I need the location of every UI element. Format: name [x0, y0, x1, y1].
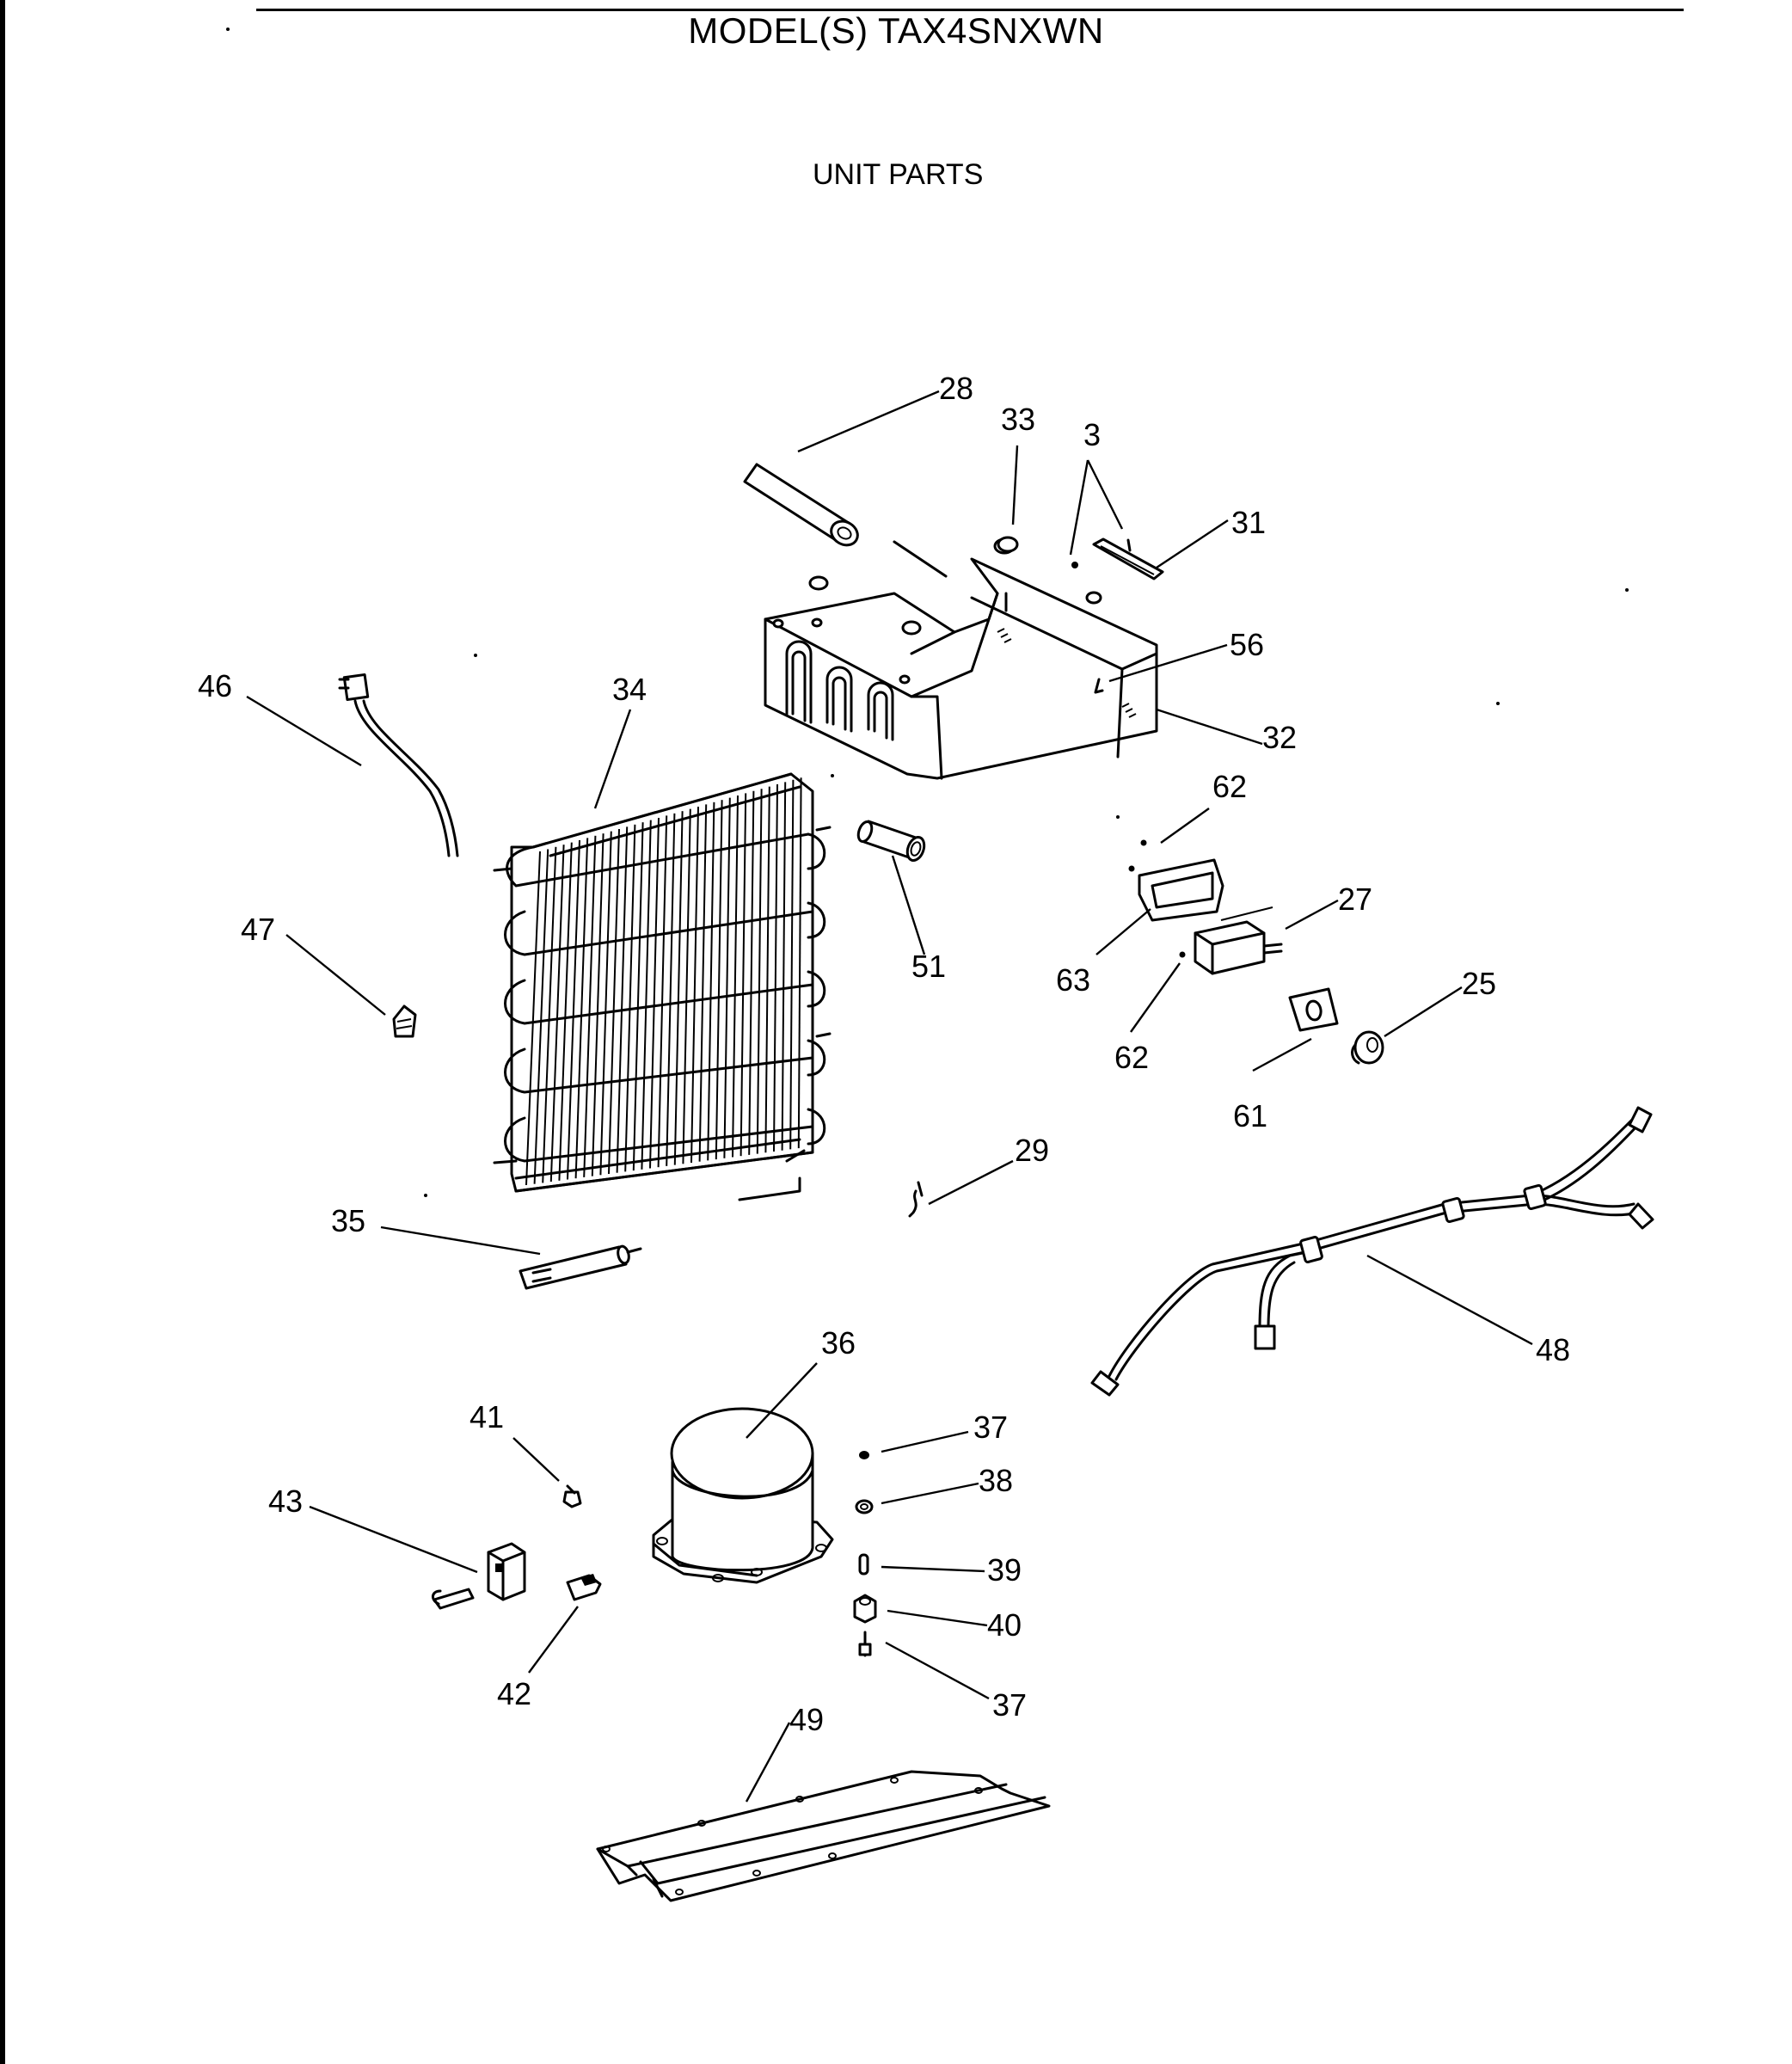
- condenser-fin: [748, 790, 755, 1155]
- callout-28: 28: [939, 371, 973, 406]
- condenser-fin: [756, 789, 763, 1154]
- part-25-knob: [1351, 1030, 1384, 1065]
- section-title: UNIT PARTS: [813, 158, 984, 191]
- condenser-fin: [781, 782, 787, 1151]
- callout-38: 38: [979, 1463, 1013, 1498]
- callout-43: 43: [268, 1484, 303, 1519]
- condenser-fin: [740, 793, 747, 1157]
- model-title: MODEL(S) TAX4SNXWN: [688, 10, 1104, 51]
- callout-labels: 28 33 3 31 56 32 46 34 62 27 51 63 47 62…: [198, 371, 1570, 1737]
- part-41-clip: [562, 1484, 582, 1508]
- callout-37-bottom: 37: [992, 1687, 1027, 1723]
- callout-3: 3: [1083, 417, 1101, 452]
- condenser-fin: [715, 800, 723, 1160]
- callout-34: 34: [612, 672, 647, 707]
- condenser-fin: [789, 779, 795, 1150]
- condenser-fin: [773, 783, 778, 1152]
- part-46-power-cord: [338, 673, 459, 857]
- part-40-nut: [853, 1594, 877, 1624]
- callout-36: 36: [821, 1325, 856, 1361]
- part-36-compressor: [652, 1407, 834, 1584]
- condenser-fin: [533, 849, 549, 1184]
- part-47-grommet: [392, 1004, 417, 1038]
- part-38-grommet: [855, 1499, 874, 1514]
- callout-61: 61: [1233, 1098, 1267, 1133]
- condenser-fin: [632, 822, 644, 1171]
- condenser-fin: [673, 811, 684, 1165]
- callout-29: 29: [1015, 1133, 1049, 1168]
- part-29-clip: [908, 1181, 924, 1218]
- callout-62-top: 62: [1212, 769, 1247, 804]
- part-27-switch: [1179, 906, 1283, 975]
- condenser-fin: [764, 786, 770, 1153]
- callout-25: 25: [1462, 966, 1496, 1001]
- condenser-fin: [542, 846, 557, 1183]
- condenser-fin: [608, 828, 620, 1175]
- part-63-bracket: [1128, 839, 1224, 922]
- condenser-fin: [624, 824, 636, 1172]
- part-35-drier: [519, 1244, 642, 1290]
- part-49-base-pan: [596, 1770, 1051, 1902]
- condenser-fin: [599, 831, 612, 1176]
- part-34-condenser-coil: [493, 772, 832, 1201]
- page-edge-bar: [0, 0, 5, 2064]
- callout-40: 40: [987, 1607, 1022, 1643]
- callout-41: 41: [469, 1399, 504, 1434]
- callout-32: 32: [1262, 720, 1297, 755]
- callout-46: 46: [198, 668, 232, 703]
- part-48-wiring-harness: [1090, 1106, 1654, 1397]
- part-31-clip: [1071, 538, 1164, 580]
- part-39-sleeve: [858, 1553, 869, 1576]
- part-28-tube: [743, 463, 948, 578]
- condenser-fin: [525, 851, 541, 1186]
- condenser-fin: [698, 804, 708, 1162]
- callout-48: 48: [1536, 1332, 1570, 1367]
- part-37b-bolt: [858, 1631, 872, 1657]
- condenser-fin: [732, 795, 739, 1158]
- callout-47: 47: [241, 912, 275, 947]
- leader-lines: [246, 390, 1533, 1803]
- condenser-fin: [616, 826, 629, 1173]
- callout-49: 49: [789, 1702, 824, 1737]
- callout-62-bottom: 62: [1114, 1040, 1149, 1075]
- part-32-housing: [764, 538, 1158, 780]
- callout-56: 56: [1230, 627, 1264, 662]
- callout-51: 51: [911, 949, 946, 984]
- callout-27: 27: [1338, 882, 1372, 917]
- condenser-fin: [574, 838, 589, 1179]
- part-51-sleeve: [856, 820, 926, 863]
- callout-33: 33: [1001, 402, 1035, 437]
- part-37-washer: [859, 1451, 869, 1459]
- callout-35: 35: [331, 1203, 365, 1238]
- condenser-fin: [649, 817, 660, 1169]
- condenser-fin: [549, 845, 565, 1182]
- callout-31: 31: [1231, 505, 1266, 540]
- condenser-fin: [583, 835, 597, 1177]
- condenser-fin: [641, 820, 652, 1170]
- condenser-fin: [666, 813, 676, 1166]
- part-42-overload: [566, 1574, 602, 1601]
- condenser-fin: [591, 833, 604, 1176]
- condenser-fin: [690, 806, 699, 1164]
- header-rule: [256, 9, 1684, 11]
- part-61-plate: [1288, 987, 1339, 1032]
- callout-39: 39: [987, 1552, 1022, 1588]
- condenser-fin: [558, 842, 573, 1181]
- callout-42: 42: [497, 1676, 531, 1711]
- callout-37-top: 37: [973, 1410, 1008, 1445]
- condenser-fin: [723, 797, 731, 1158]
- scan-specks: [226, 28, 1629, 1197]
- condenser-fin: [567, 839, 580, 1180]
- part-33-grommet: [997, 536, 1019, 553]
- condenser-fin: [657, 815, 668, 1168]
- condenser-fin: [682, 808, 691, 1164]
- part-43-relay: [432, 1542, 526, 1610]
- callout-63: 63: [1056, 962, 1090, 998]
- condenser-fin: [797, 777, 802, 1149]
- condenser-fin: [707, 802, 715, 1161]
